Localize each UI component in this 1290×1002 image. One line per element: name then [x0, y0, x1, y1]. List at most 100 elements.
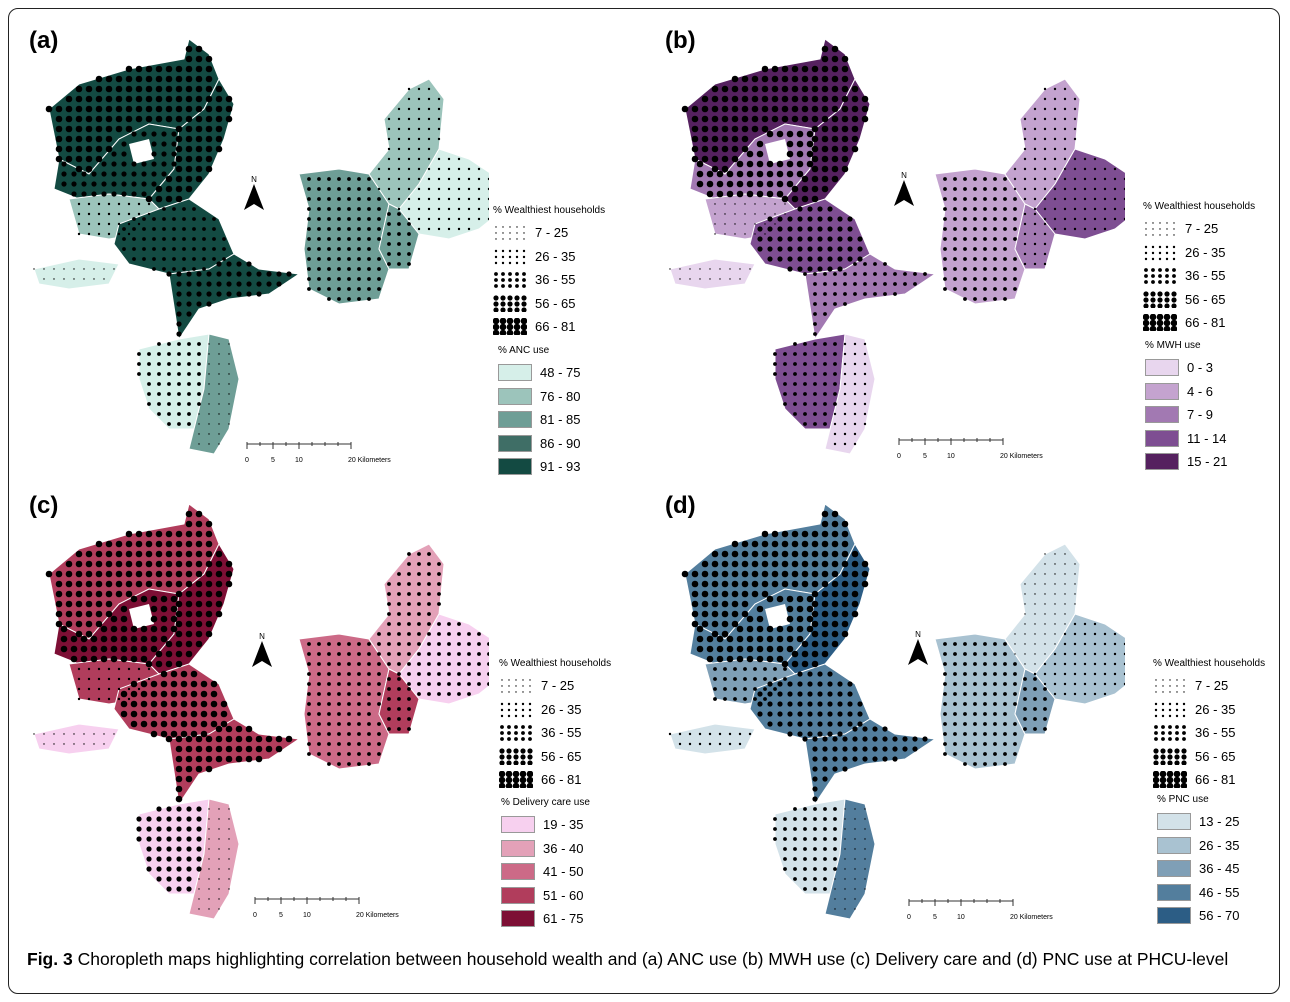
dot-pattern-swatch [1153, 771, 1187, 789]
wealth-legend-item: 7 - 25 [493, 221, 663, 245]
legend-label: 7 - 25 [541, 678, 575, 694]
phcu-region [934, 168, 1026, 305]
use-legend-item: 56 - 70 [1157, 904, 1279, 928]
wealth-legend-item: 56 - 65 [1143, 288, 1279, 312]
legend-label: 7 - 9 [1187, 407, 1214, 423]
scale-tick: 0 [897, 453, 901, 460]
legend-label: 36 - 55 [535, 272, 576, 288]
color-swatch [498, 387, 532, 405]
wealth-legend-item: 7 - 25 [1153, 674, 1279, 698]
use-legend-item: 13 - 25 [1157, 810, 1279, 834]
legend-label: 26 - 35 [535, 248, 576, 264]
scale-bar: 0 5 10 20 Kilometers [245, 439, 405, 467]
use-legend-item: 26 - 35 [1157, 834, 1279, 858]
color-swatch [501, 910, 535, 928]
scale-tick: 10 [303, 912, 311, 919]
wealth-legend-item: 56 - 65 [493, 292, 663, 316]
color-swatch [501, 839, 535, 857]
scale-tick: 5 [271, 457, 275, 464]
phcu-region [669, 258, 756, 290]
dot-pattern-swatch [499, 748, 533, 765]
wealth-legend-item: 7 - 25 [1143, 217, 1279, 241]
legend-label: 56 - 70 [1199, 908, 1240, 924]
color-swatch [1145, 406, 1179, 424]
scale-tick: 0 [245, 457, 249, 464]
color-swatch [1145, 453, 1179, 471]
use-legend-item: 51 - 60 [501, 884, 671, 908]
scale-tick: 20 Kilometers [356, 912, 399, 919]
dot-pattern-swatch [1153, 677, 1187, 694]
use-legend-title: % Delivery care use [501, 797, 590, 808]
dot-pattern-swatch [499, 771, 533, 789]
use-legend-item: 41 - 50 [501, 860, 671, 884]
urban-hole [765, 139, 790, 164]
color-swatch [1157, 860, 1191, 878]
use-legend-item: 81 - 85 [498, 408, 668, 432]
wealth-legend-item: 36 - 55 [1153, 721, 1279, 745]
wealth-legend-item: 56 - 65 [499, 745, 669, 769]
dot-pattern-swatch [1153, 748, 1187, 765]
legend-label: 66 - 81 [1185, 315, 1226, 331]
color-swatch [1157, 907, 1191, 925]
phcu-region [188, 333, 240, 455]
dot-pattern-swatch [493, 318, 527, 336]
dot-pattern-swatch [499, 701, 533, 718]
legend-label: 41 - 50 [543, 864, 584, 880]
dot-pattern-swatch [499, 724, 533, 742]
scale-tick: 5 [923, 453, 927, 460]
panel-a: (a) N 0 5 10 20 Kilometers % Wealthiest … [9, 9, 645, 476]
legend-label: 56 - 65 [1195, 748, 1236, 764]
legend-label: 7 - 25 [1185, 221, 1219, 237]
use-legend-item: 36 - 45 [1157, 857, 1279, 881]
legend-label: 66 - 81 [1195, 772, 1236, 788]
wealth-legend-item: 36 - 55 [1143, 264, 1279, 288]
legend-label: 36 - 45 [1199, 861, 1240, 877]
legend-label: 7 - 25 [1195, 678, 1229, 694]
scale-tick: 20 Kilometers [348, 457, 391, 464]
wealth-legend-item: 26 - 35 [499, 698, 669, 722]
dot-pattern-swatch [1143, 291, 1177, 308]
color-swatch [498, 434, 532, 452]
phcu-region [804, 718, 937, 806]
use-legend-item: 91 - 93 [498, 455, 668, 479]
legend-label: 81 - 85 [540, 412, 581, 428]
scale-tick: 10 [947, 453, 955, 460]
choropleth-map [669, 38, 1125, 455]
legend-label: 48 - 75 [540, 365, 581, 381]
panel-label: (d) [665, 492, 696, 519]
legend-label: 86 - 90 [540, 435, 581, 451]
color-swatch [501, 863, 535, 881]
phcu-region [824, 798, 876, 920]
wealth-legend-item: 26 - 35 [493, 245, 663, 269]
legend-label: 26 - 35 [1195, 701, 1236, 717]
legend-label: 7 - 25 [535, 225, 569, 241]
wealth-dot-overlay [668, 510, 1125, 910]
use-legend: % ANC use 48 - 75 76 - 80 81 - 85 86 - 90 91… [498, 345, 668, 479]
choropleth-map [668, 503, 1125, 920]
phcu-region [824, 333, 876, 455]
legend-label: 0 - 3 [1187, 360, 1214, 376]
wealth-legend-item: 66 - 81 [1153, 768, 1279, 792]
legend-label: 56 - 65 [1185, 291, 1226, 307]
wealth-legend-title: % Wealthiest households [493, 205, 606, 216]
legend-label: 26 - 35 [1185, 244, 1226, 260]
phcu-region [298, 168, 390, 305]
scale-tick: 5 [933, 914, 937, 921]
wealth-legend-item: 66 - 81 [493, 315, 663, 339]
phcu-region [33, 723, 120, 755]
panel-b: (b) N 0 5 10 20 Kilometers % Wealthiest … [645, 9, 1279, 474]
legend-label: 36 - 55 [1195, 725, 1236, 741]
color-swatch [1145, 382, 1179, 400]
urban-hole [129, 604, 154, 629]
use-legend-title: % ANC use [498, 345, 550, 356]
dot-pattern-swatch [493, 224, 527, 241]
panel-c: (c) N 0 5 10 20 Kilometers % Wealthiest … [9, 474, 645, 939]
legend-label: 56 - 65 [535, 295, 576, 311]
legend-label: 61 - 75 [543, 911, 584, 927]
legend-label: 76 - 80 [540, 388, 581, 404]
legend-label: 4 - 6 [1187, 383, 1214, 399]
wealth-legend-item: 66 - 81 [1143, 311, 1279, 335]
